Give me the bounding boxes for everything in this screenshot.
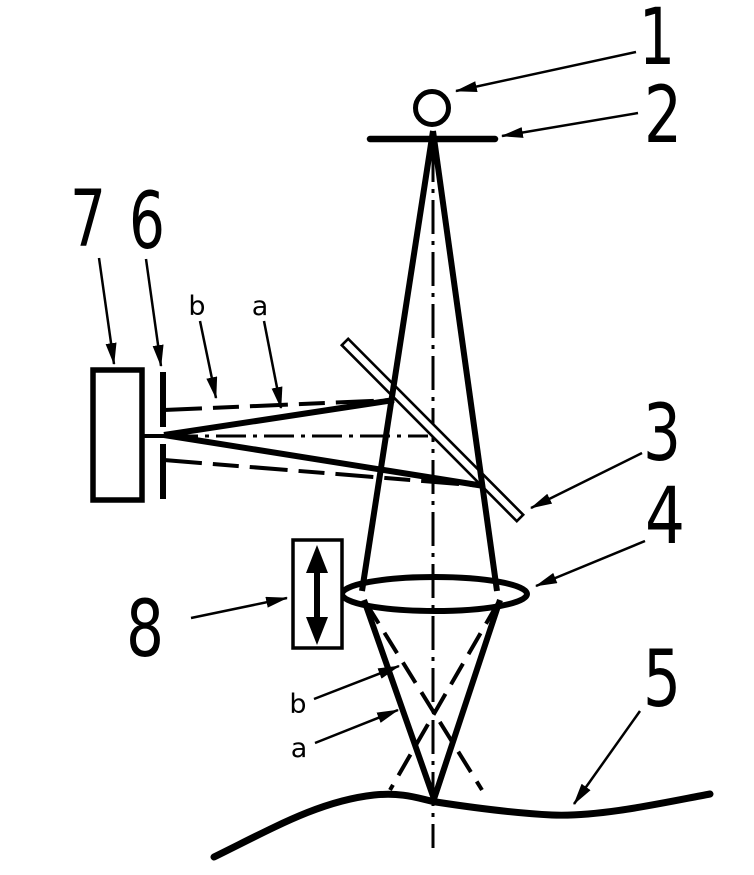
leader-arrow-6: [144, 258, 164, 368]
beam-splitter-plate: [339, 336, 526, 524]
callout-label-surface: 5: [643, 635, 681, 725]
leader-arrow-4: [534, 539, 646, 588]
leader-arrow-8: [190, 596, 289, 620]
ray-label-b-left-arm: b: [188, 291, 205, 322]
defocused-ray-b-left-below-lens: [364, 601, 484, 792]
ray-label-a-below-lens: a: [291, 733, 308, 764]
detector-rect: [90, 367, 145, 503]
focused-ray-a-left-below-lens: [361, 599, 437, 800]
cone-ray-right: [430, 130, 500, 592]
leader-arrow-7: [97, 257, 117, 366]
cone-ray-left: [359, 130, 436, 592]
double-arrow-down-head-icon: [306, 617, 328, 645]
leader-arrow-ray-a-below-lens: [314, 708, 400, 745]
reflected-ray-a-upper: [163, 397, 395, 438]
callout-label-aperture: 2: [644, 71, 682, 161]
callout-label-actuator: 8: [126, 585, 164, 675]
callout-label-slit: 6: [129, 177, 165, 267]
leader-arrow-3: [530, 451, 643, 510]
leader-arrow-2: [500, 111, 639, 138]
leader-arrow-5: [572, 710, 642, 805]
ray-label-a-left-arm: a: [252, 291, 269, 322]
leader-arrow-1: [454, 50, 637, 93]
defocused-ray-b-right-below-lens: [388, 601, 500, 792]
focused-ray-a-right-below-lens: [431, 599, 503, 800]
leader-arrow-ray-a-left-arm: [262, 320, 283, 410]
ray-label-b-below-lens: b: [289, 689, 306, 720]
callout-label-lens: 4: [645, 472, 685, 562]
callout-label-detector: 7: [70, 175, 106, 265]
double-arrow-up-head-icon: [306, 545, 328, 573]
callout-label-beam-splitter: 3: [643, 389, 681, 479]
light-source-circle: [413, 89, 451, 127]
leader-arrow-ray-b-left-arm: [198, 320, 218, 400]
callout-label-source: 1: [639, 0, 675, 83]
specimen-surface-curve: [210, 790, 714, 861]
leader-arrow-ray-b-below-lens: [313, 664, 401, 701]
reflected-ray-b-lower: [163, 458, 485, 488]
reflected-ray-a-lower: [163, 432, 485, 489]
